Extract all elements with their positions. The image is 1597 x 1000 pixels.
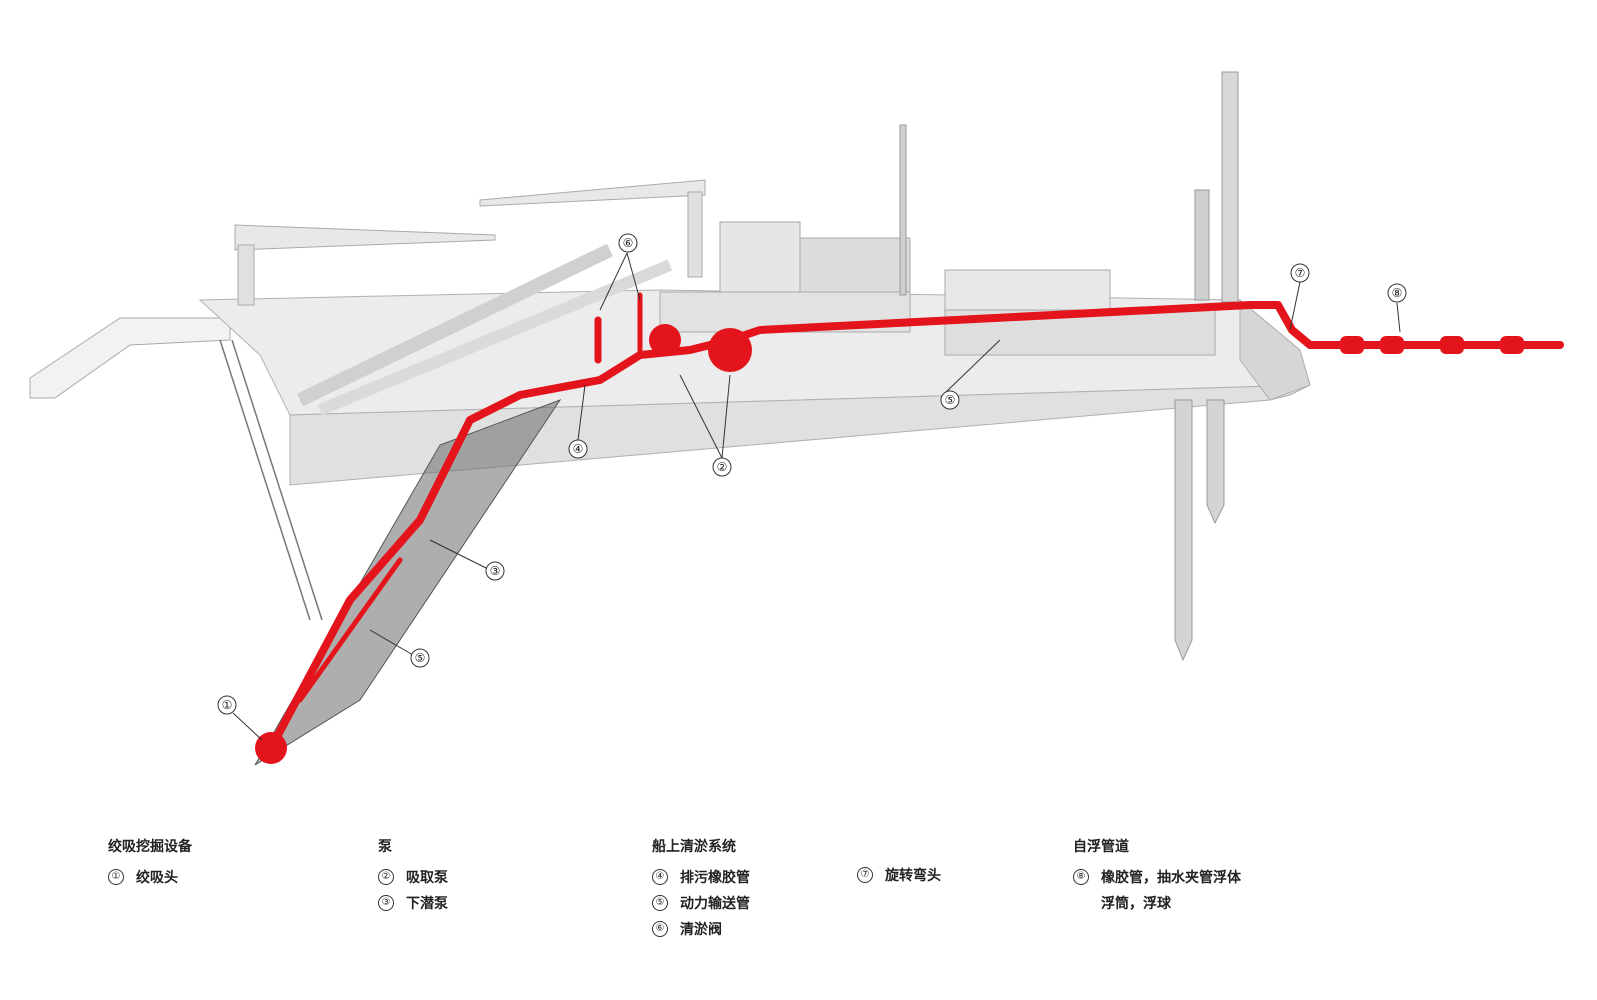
callout-marker: ③ [485,561,505,581]
callout-number: ⑦ [1295,266,1306,280]
legend-item-extra: 浮筒，浮球 [1101,896,1171,912]
dredger-hull [29,71,1311,766]
callout-number: ④ [573,442,584,456]
callout-marker: ⑤ [940,390,960,410]
legend-group-title: 船上清淤系统 [652,839,736,855]
callout-number: ① [222,698,233,712]
callout-marker: ⑤ [410,648,430,668]
callout-marker: ④ [568,439,588,459]
callout-number: ⑤ [415,651,426,665]
legend-group-title: 绞吸挖掘设备 [108,839,192,855]
callout-number: ③ [490,564,501,578]
callout-number: ⑤ [945,393,956,407]
callout-markers: ① ② ③ ④ ⑤ ⑥ ⑦ ⑧ ⑤ [217,233,1407,715]
callout-marker: ⑥ [618,233,638,253]
legend-group-title: 泵 [378,839,392,855]
callout-number: ⑧ [1392,286,1403,300]
callout-marker: ⑧ [1387,283,1407,303]
legend-group-title: 自浮管道 [1073,839,1129,855]
callout-marker: ⑦ [1290,263,1310,283]
red-components [255,324,1524,764]
callout-number: ⑥ [623,236,634,250]
callout-number: ② [717,460,728,474]
callout-marker: ① [217,695,237,715]
callout-marker: ② [712,457,732,477]
leader-lines [232,252,1401,741]
red-pipeline [266,292,1564,754]
